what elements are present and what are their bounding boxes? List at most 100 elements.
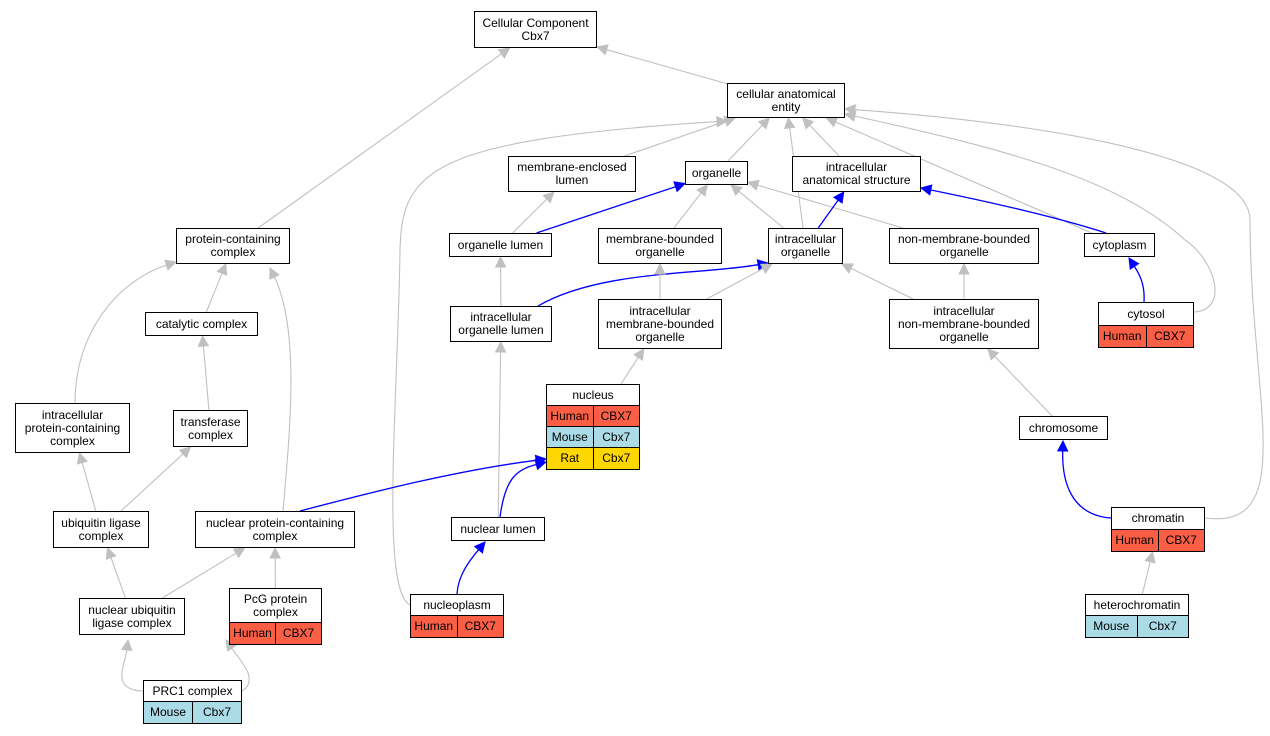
node-label-line: nuclear protein-containing [205,515,345,530]
node-label: nucleus [547,385,639,405]
edge-chromatin-to-chromosome [1062,450,1112,519]
edge-nuclear-ubiquitin-ligase-complex-to-nuclear-protein-containing-complex [162,552,237,599]
node-label-line: complex [252,528,298,543]
node-label-line: protein-containing [24,420,121,435]
node-label-line: organelle lumen [457,237,544,252]
node-label: chromosome [1020,417,1107,439]
edge-arrowhead [178,446,192,459]
node-label-line: anatomical structure [802,173,911,187]
node-catalytic-complex[interactable]: catalytic complex [145,312,258,336]
node-label-line: organelle [939,245,989,259]
edge-arrowhead [269,546,281,559]
edge-catalytic-complex-to-protein-containing-complex [205,273,223,313]
edge-arrowhead [105,546,117,560]
edge-prc1-complex-to-pcg-protein-complex [231,647,250,692]
edge-nuclear-protein-containing-complex-to-nucleus [299,459,537,512]
gene-cell: CBX7 [592,406,639,427]
edge-nuclear-ubiquitin-ligase-complex-to-ubiquitin-ligase-complex [110,557,126,599]
edge-cytoplasm-to-cellular-anatomical-entity [835,121,1093,234]
species-cell: Human [411,616,457,637]
edge-cytosol-to-cytoplasm [1133,266,1145,303]
species-cell: Mouse [547,427,593,448]
edge-chromatin-to-cellular-anatomical-entity [854,109,1264,520]
gene-cell: CBX7 [1145,326,1193,347]
edge-intracellular-organelle-lumen-to-intracellular-organelle [537,264,759,307]
node-label-line: nuclear ubiquitin [88,602,176,617]
node-label-line: entity [771,99,801,114]
node-cytoplasm[interactable]: cytoplasm [1084,233,1155,257]
node-label-line: ubiquitin ligase [61,515,141,530]
edge-ubiquitin-ligase-complex-to-intracellular-protein-containing-complex [81,462,97,512]
node-label: nucleoplasm [411,595,503,615]
edge-arrowhead [542,191,555,204]
node-chromosome[interactable]: chromosome [1019,416,1108,440]
edge-arrowhead [164,259,178,271]
node-organelle-lumen[interactable]: organelle lumen [449,233,552,257]
node-label-line: nuclear lumen [460,521,536,536]
node-label-line: organelle [691,165,742,180]
gene-cell: Cbx7 [192,702,241,723]
node-label-line: PcG protein [243,591,308,606]
node-label-line: intracellular [470,310,532,324]
edge-intracellular-membrane-bounded-organelle-to-intracellular-organelle [706,268,764,300]
node-organelle[interactable]: organelle [685,161,748,185]
node-nuclear-lumen[interactable]: nuclear lumen [451,517,545,541]
gene-cell: Cbx7 [592,427,639,448]
node-label: heterochromatin [1086,595,1188,615]
edge-arrowhead [1144,550,1156,564]
edge-transferase-complex-to-catalytic-complex [202,345,210,411]
edge-arrowhead [673,181,687,193]
node-label-line: intracellular [629,303,691,318]
node-label-line: complex [253,604,298,619]
gene-cell: CBX7 [1157,530,1204,551]
node-label-line: membrane-enclosed [517,160,627,174]
edge-nuclear-protein-containing-complex-to-protein-containing-complex [273,276,292,512]
species-cell: Mouse [144,702,192,723]
node-label-line: catalytic complex [155,316,248,331]
gene-cell: CBX7 [456,616,503,637]
node-label-line: complex [210,245,256,259]
edge-arrowhead [494,255,507,268]
node-label: cytoplasm [1085,234,1154,256]
node-label-line: Cellular Component [482,15,589,30]
edge-arrowhead [825,116,839,128]
edge-arrowhead [757,117,770,130]
edge-arrowhead [633,348,645,361]
node-label-line: complex [50,433,95,448]
